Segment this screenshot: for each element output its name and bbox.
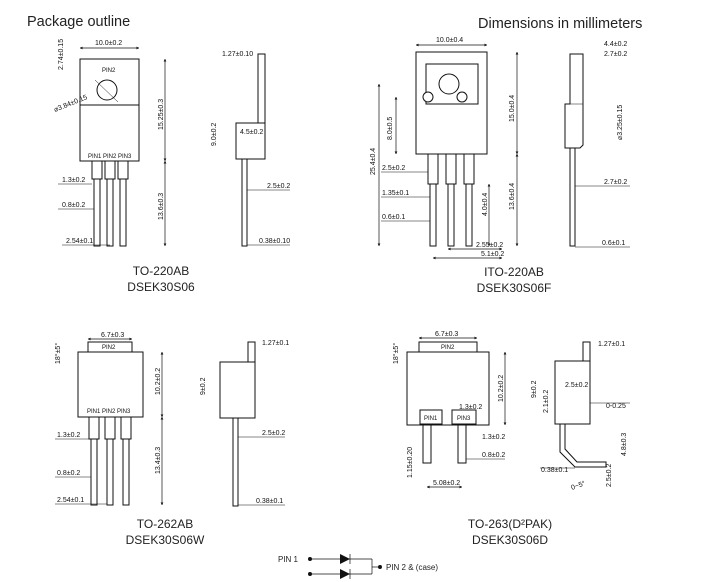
to220ab-top-dim: 2.74±0.15 — [58, 39, 65, 70]
to220ab-tab-dim: 1.27±0.10 — [222, 51, 253, 58]
ito220ab-27-dim: 2.7±0.2 — [604, 51, 627, 58]
ito220ab-06-dim: 0.6±0.1 — [382, 214, 405, 221]
ito220ab-pin4-dim: 4.0±0.4 — [482, 193, 489, 216]
to262ab-tab-dim: 1.27±0.1 — [262, 340, 289, 347]
ito220ab-upper-dim: 8.0±0.5 — [387, 117, 394, 140]
to263-25-dim: 2.5±0.2 — [565, 382, 588, 389]
to263-front-view: PIN2 PIN1 PIN3 6.7±0.3 18°±5° 10.2±0.2 1… — [392, 331, 507, 489]
to220ab-height-dim: 15.25±0.3 — [158, 99, 165, 130]
to263-115-dim: 1.15±0.20 — [407, 447, 414, 478]
to263-angle-dim: 18°±5° — [392, 343, 400, 364]
to263-tab-dim: 1.27±0.1 — [598, 341, 625, 348]
to263-width-dim: 6.7±0.3 — [435, 331, 458, 338]
ito220ab-06b-dim: 0.6±0.1 — [602, 240, 625, 247]
to262ab-width-dim: 6.7±0.3 — [101, 332, 124, 339]
to220ab-name: TO-220AB — [132, 264, 190, 278]
to262ab-lead-dim: 2.5±0.2 — [262, 430, 285, 437]
ito220ab-width-dim: 10.0±0.4 — [436, 37, 463, 44]
ito220ab-front-view: 10.0±0.4 25.4±0.4 8.0±0.5 15.0±0.4 13.6±… — [370, 37, 519, 260]
to263-13-dim: 1.3±0.2 — [459, 404, 482, 411]
to263-25b-dim: 2.5±0.2 — [606, 464, 613, 487]
to263-508-dim: 5.08±0.2 — [433, 480, 460, 487]
ito220ab-part: DSEK30S06F — [476, 281, 552, 295]
to220ab-step-dim: 4.5±0.2 — [240, 129, 263, 136]
ito220ab-caption: ITO-220AB DSEK30S06F — [429, 264, 599, 296]
to262ab-lead-thick-dim: 0.38±0.1 — [256, 498, 283, 505]
to220ab-caption: TO-220AB DSEK30S06 — [76, 263, 246, 295]
to262ab-caption: TO-262AB DSEK30S06W — [80, 516, 250, 548]
to263-angle2-dim: 0~5° — [570, 479, 587, 492]
to262ab-height-dim: 10.2±0.2 — [155, 368, 162, 395]
ito220ab-total-dim: 25.4±0.4 — [370, 148, 377, 175]
ito220ab-51-dim: 5.1±0.2 — [481, 251, 504, 258]
to263-pin2-label: PIN2 — [441, 345, 455, 351]
to263-side-view: 1.27±0.1 9±0.2 2.1±0.2 2.5±0.2 0-0.25 4.… — [531, 341, 630, 492]
to262ab-angle-dim: 18°±5° — [54, 343, 62, 364]
to220ab-pitch-dim: 2.54±0.1 — [66, 238, 93, 245]
diode-schematic — [308, 554, 382, 579]
header-package-outline: Package outline — [27, 14, 131, 30]
to263-name: TO-263(D²PAK) — [467, 517, 553, 531]
ito220ab-135-dim: 1.35±0.1 — [382, 190, 409, 197]
to262ab-side-dim: 9±0.2 — [200, 377, 207, 395]
to263-21-dim: 2.1±0.2 — [543, 390, 550, 413]
ito220ab-height-dim: 15.0±0.4 — [509, 95, 516, 122]
to263-48-dim: 4.8±0.3 — [621, 433, 628, 456]
to220ab-part: DSEK30S06 — [127, 280, 195, 294]
to220ab-pin-width-dim: 1.3±0.2 — [62, 177, 85, 184]
to262ab-pitch-dim: 2.54±0.1 — [57, 497, 84, 504]
to263-part: DSEK30S06D — [471, 533, 549, 547]
to220ab-side-view: 1.27±0.10 9.0±0.2 4.5±0.2 2.5±0.2 0.38±0… — [211, 51, 290, 247]
to262ab-side-view: 1.27±0.1 9±0.2 2.5±0.2 0.38±0.1 — [200, 340, 289, 507]
to263-08-dim: 0.8±0.2 — [482, 452, 505, 459]
ito220ab-hole-dim: ⌀3.25±0.15 — [617, 105, 624, 140]
to262ab-part: DSEK30S06W — [125, 533, 205, 547]
to263-038-dim: 0.38±0.1 — [541, 467, 568, 474]
legend-pin1-label: PIN 1 — [278, 555, 299, 564]
to263-caption: TO-263(D²PAK) DSEK30S06D — [425, 516, 595, 548]
header-dimensions-unit: Dimensions in millimeters — [478, 16, 643, 32]
to262ab-name: TO-262AB — [136, 517, 194, 531]
ito220ab-side-view: 4.4±0.2 2.7±0.2 ⌀3.25±0.15 2.7±0.2 0.6±0… — [564, 41, 630, 248]
to263-pin1-label: PIN1 — [424, 416, 438, 422]
to262ab-pin-length-dim: 13.4±0.3 — [155, 447, 162, 474]
to263-13b-dim: 1.3±0.2 — [482, 434, 505, 441]
to262ab-pin2-label: PIN2 — [102, 345, 116, 351]
to220ab-pin2-label: PIN2 — [102, 68, 116, 74]
legend-pin2-label: PIN 2 & (case) — [386, 563, 439, 572]
to220ab-pin-length-dim: 13.6±0.3 — [158, 193, 165, 220]
ito220ab-name: ITO-220AB — [484, 265, 544, 279]
ito220ab-255-dim: 2.55±0.2 — [476, 242, 503, 249]
to220ab-pin-row-label: PIN1 PIN2 PIN3 — [88, 154, 132, 160]
to262ab-pin-row-label: PIN1 PIN2 PIN3 — [87, 409, 131, 415]
ito220ab-25-dim: 2.5±0.2 — [382, 165, 405, 172]
to263-pin3-label: PIN3 — [457, 416, 471, 422]
to263-height-dim: 10.2±0.2 — [498, 375, 505, 402]
to220ab-lead-dim: 2.5±0.2 — [267, 183, 290, 190]
to263-side-dim: 9±0.2 — [531, 380, 538, 398]
to220ab-lead-thick-dim: 0.38±0.10 — [259, 238, 290, 245]
to220ab-side-dim: 9.0±0.2 — [211, 123, 218, 146]
to262ab-front-view: PIN2 PIN1 PIN2 PIN3 6.7±0.3 18°±5° 10.2±… — [54, 332, 164, 506]
to220ab-width-dim: 10.0±0.2 — [95, 40, 122, 47]
to262ab-pin-width-dim: 1.3±0.2 — [57, 432, 80, 439]
to220ab-front-view: PIN2 PIN1 PIN2 PIN3 10.0±0.2 2.74±0.15 ⌀… — [53, 39, 167, 247]
to263-00-dim: 0-0.25 — [606, 403, 626, 410]
ito220ab-pin-length-dim: 13.6±0.4 — [509, 183, 516, 210]
to220ab-pin-thick-dim: 0.8±0.2 — [62, 202, 85, 209]
ito220ab-44-dim: 4.4±0.2 — [604, 41, 627, 48]
to262ab-pin-thick-dim: 0.8±0.2 — [57, 470, 80, 477]
ito220ab-27b-dim: 2.7±0.2 — [604, 179, 627, 186]
